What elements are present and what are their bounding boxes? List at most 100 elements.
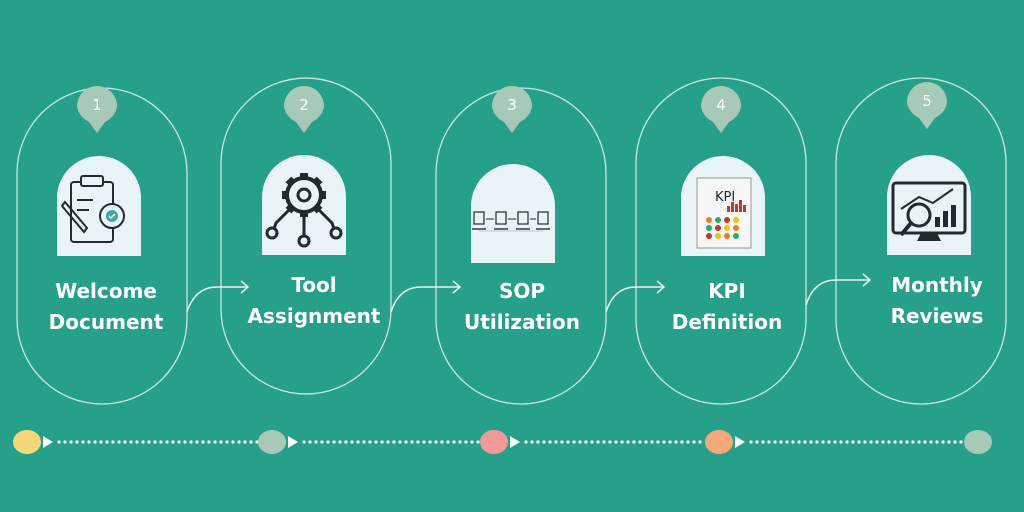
analytics-monitor-icon	[887, 155, 971, 255]
timeline-dot-trail	[392, 440, 396, 444]
timeline-dot-trail	[959, 440, 963, 444]
timeline-arrow-icon	[510, 436, 520, 448]
timeline-dot-trail	[941, 440, 945, 444]
timeline-dot-trail	[554, 440, 558, 444]
timeline-dot-trail	[851, 440, 855, 444]
timeline-dot-trail	[524, 440, 528, 444]
step-label: SOP Utilization	[437, 276, 607, 338]
timeline-dot-trail	[75, 440, 79, 444]
timeline-dot-trail	[680, 440, 684, 444]
sop-flow-icon	[471, 164, 555, 263]
timeline-dot-trail	[464, 440, 468, 444]
timeline-dot-trail	[947, 440, 951, 444]
kpi-icon-text: KPI	[715, 190, 735, 205]
timeline-dot-trail	[917, 440, 921, 444]
timeline-dot-trail	[470, 440, 474, 444]
timeline-dot-trail	[153, 440, 157, 444]
timeline-dot-trail	[332, 440, 336, 444]
timeline-dot-trail	[656, 440, 660, 444]
step-outlines	[16, 77, 1007, 405]
timeline-dot-trail	[380, 440, 384, 444]
timeline-dot-trail	[356, 440, 360, 444]
timeline-dot-trail	[213, 440, 217, 444]
timeline-dot-trail	[761, 440, 765, 444]
clipboard-gear-icon	[57, 156, 141, 256]
timeline-dot-trail	[165, 440, 169, 444]
timeline-dot-trail	[923, 440, 927, 444]
timeline-dot-trail	[626, 440, 630, 444]
timeline-dot-trail	[225, 440, 229, 444]
timeline-dot-trail	[69, 440, 73, 444]
timeline-dot-trail	[620, 440, 624, 444]
timeline-dot-trail	[899, 440, 903, 444]
step-number: 5	[922, 92, 932, 110]
timeline-dot-trail	[542, 440, 546, 444]
timeline-dot-trail	[530, 440, 534, 444]
step-number-badge	[492, 86, 532, 133]
timeline-dot-trail	[302, 440, 306, 444]
timeline-dot-trail	[326, 440, 330, 444]
step-number-badge	[77, 85, 117, 133]
timeline-dot-trail	[875, 440, 879, 444]
timeline-dot-trail	[887, 440, 891, 444]
step-number-badge	[907, 82, 947, 129]
step-label-line: Assignment	[247, 304, 381, 328]
step-label-line: Reviews	[890, 304, 984, 328]
timeline-dot-trail	[410, 440, 414, 444]
step-outline	[16, 87, 188, 405]
timeline-dot-trail	[147, 440, 151, 444]
step-label-line: Monthly	[891, 273, 983, 297]
timeline-dot-trail	[93, 440, 97, 444]
timeline-dot-trail	[767, 440, 771, 444]
timeline-dot-trail	[362, 440, 366, 444]
timeline-dot-trail	[797, 440, 801, 444]
timeline-dot-trail	[135, 440, 139, 444]
timeline-dot-trail	[63, 440, 67, 444]
timeline-dot-trail	[243, 440, 247, 444]
step-number: 2	[299, 96, 309, 114]
timeline-dot-trail	[249, 440, 253, 444]
timeline-dot-trail	[578, 440, 582, 444]
timeline-dot-trail	[320, 440, 324, 444]
timeline-dot-trail	[662, 440, 666, 444]
timeline-dot-trail	[572, 440, 576, 444]
timeline-dot-trail	[827, 440, 831, 444]
connector-arrow-icon	[390, 280, 462, 313]
timeline-dot-trail	[207, 440, 211, 444]
step-label-line: Utilization	[464, 310, 580, 334]
timeline-dot-trail	[668, 440, 672, 444]
timeline-dot-trail	[773, 440, 777, 444]
timeline-dot-trail	[674, 440, 678, 444]
timeline-dot-trail	[953, 440, 957, 444]
timeline-arrow-icon	[43, 436, 53, 448]
timeline-dot-trail	[368, 440, 372, 444]
timeline-dot-trail	[548, 440, 552, 444]
timeline-dot-trail	[614, 440, 618, 444]
connector-arrow-icon	[805, 273, 872, 306]
step-number-badge	[284, 86, 324, 133]
timeline-arrow-icon	[288, 436, 298, 448]
timeline-dot-trail	[602, 440, 606, 444]
timeline-dot-trail	[434, 440, 438, 444]
timeline-dot-trail	[809, 440, 813, 444]
timeline-dot-trail	[863, 440, 867, 444]
timeline-dot-trail	[905, 440, 909, 444]
timeline-dot-trail	[81, 440, 85, 444]
timeline-dot-trail	[105, 440, 109, 444]
timeline-dot	[964, 430, 992, 454]
timeline-dot-trail	[590, 440, 594, 444]
timeline	[13, 430, 992, 454]
timeline-dot-trail	[791, 440, 795, 444]
timeline-dot-trail	[416, 440, 420, 444]
timeline-dot-trail	[111, 440, 115, 444]
timeline-dot-trail	[314, 440, 318, 444]
timeline-arrow-icon	[735, 436, 745, 448]
step-number: 1	[92, 96, 102, 114]
gear-network-icon	[262, 155, 346, 255]
timeline-dot-trail	[833, 440, 837, 444]
timeline-dot-trail	[446, 440, 450, 444]
timeline-dot-trail	[458, 440, 462, 444]
step-label-line: SOP	[498, 279, 546, 303]
timeline-dot-trail	[177, 440, 181, 444]
